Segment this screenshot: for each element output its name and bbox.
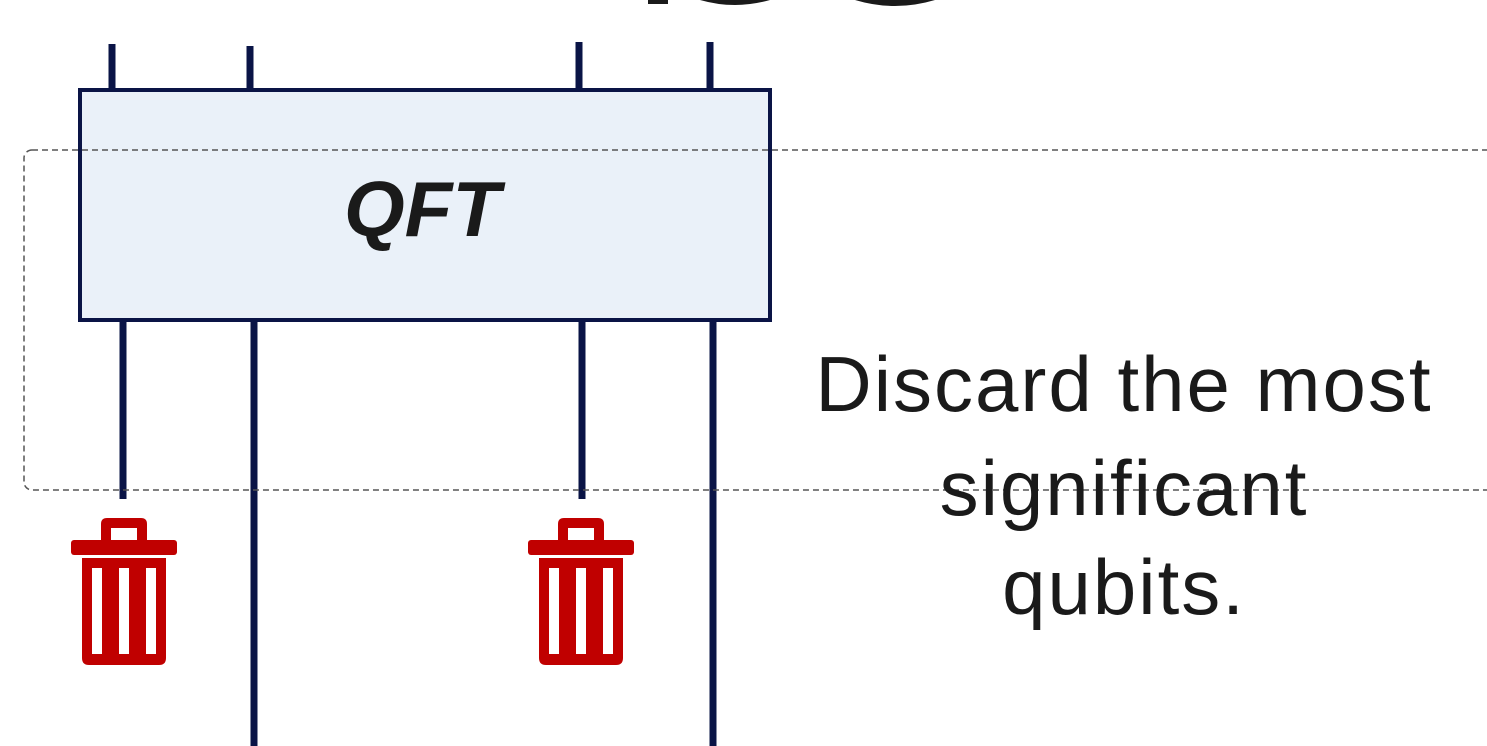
input-wires: [108, 42, 714, 90]
qft-gate: [78, 88, 772, 322]
trash-icon: [528, 518, 634, 665]
annotation-line-3: qubits.: [1002, 543, 1246, 631]
annotation: Discard the most significant qubits.: [815, 340, 1432, 631]
output-wires: [119, 320, 717, 746]
dashed-selection-box: [23, 149, 1487, 491]
cropped-title-fragment: [648, 0, 935, 6]
annotation-line-2: significant: [940, 444, 1309, 532]
annotation-line-1: Discard the most: [815, 340, 1432, 428]
gate-label: QFT: [344, 165, 506, 253]
trash-icon: [71, 518, 177, 665]
